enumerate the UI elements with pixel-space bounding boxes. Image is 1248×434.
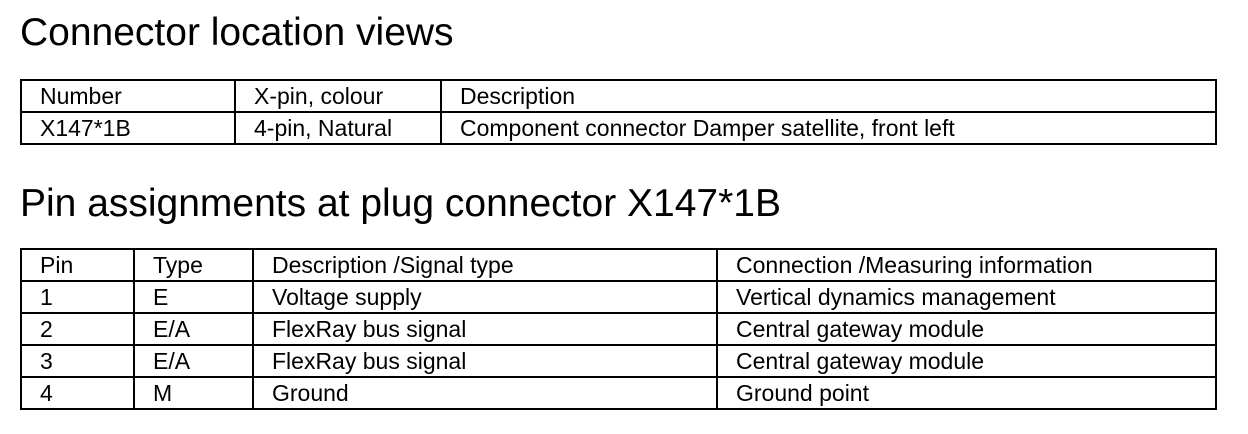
table-row: 2 E/A FlexRay bus signal Central gateway…: [20, 312, 1217, 346]
table-cell-signal-description: FlexRay bus signal: [252, 344, 718, 378]
column-header-pin: Pin: [20, 248, 135, 282]
table-cell-connection-info: Vertical dynamics management: [716, 280, 1217, 314]
table-row: 1 E Voltage supply Vertical dynamics man…: [20, 280, 1217, 314]
column-header-connection-info: Connection /Measuring information: [716, 248, 1217, 282]
table-cell-signal-description: Voltage supply: [252, 280, 718, 314]
table-cell-pin: 1: [20, 280, 135, 314]
table-cell-connection-info: Ground point: [716, 376, 1217, 410]
column-header-number: Number: [20, 79, 236, 113]
table-header-row: Number X-pin, colour Description: [20, 79, 1217, 113]
column-header-signal-description: Description /Signal type: [252, 248, 718, 282]
table-cell-pin: 3: [20, 344, 135, 378]
table-cell-type: E: [133, 280, 254, 314]
pin-assignments-title: Pin assignments at plug connector X147*1…: [20, 182, 781, 225]
connector-table: Number X-pin, colour Description X147*1B…: [20, 79, 1217, 145]
table-cell-pin: 2: [20, 312, 135, 346]
table-cell-description: Component connector Damper satellite, fr…: [440, 111, 1217, 145]
table-cell-signal-description: FlexRay bus signal: [252, 312, 718, 346]
table-cell-signal-description: Ground: [252, 376, 718, 410]
table-cell-connection-info: Central gateway module: [716, 312, 1217, 346]
table-cell-connection-info: Central gateway module: [716, 344, 1217, 378]
column-header-type: Type: [133, 248, 254, 282]
table-cell-type: M: [133, 376, 254, 410]
table-cell-pin: 4: [20, 376, 135, 410]
column-header-x-pin-colour: X-pin, colour: [234, 79, 442, 113]
table-cell-type: E/A: [133, 312, 254, 346]
column-header-description: Description: [440, 79, 1217, 113]
table-cell-number: X147*1B: [20, 111, 236, 145]
pin-assignment-table: Pin Type Description /Signal type Connec…: [20, 248, 1217, 410]
connector-location-title: Connector location views: [20, 11, 454, 54]
table-row: X147*1B 4-pin, Natural Component connect…: [20, 111, 1217, 145]
table-row: 4 M Ground Ground point: [20, 376, 1217, 410]
table-cell-type: E/A: [133, 344, 254, 378]
table-cell-x-pin-colour: 4-pin, Natural: [234, 111, 442, 145]
table-header-row: Pin Type Description /Signal type Connec…: [20, 248, 1217, 282]
table-row: 3 E/A FlexRay bus signal Central gateway…: [20, 344, 1217, 378]
